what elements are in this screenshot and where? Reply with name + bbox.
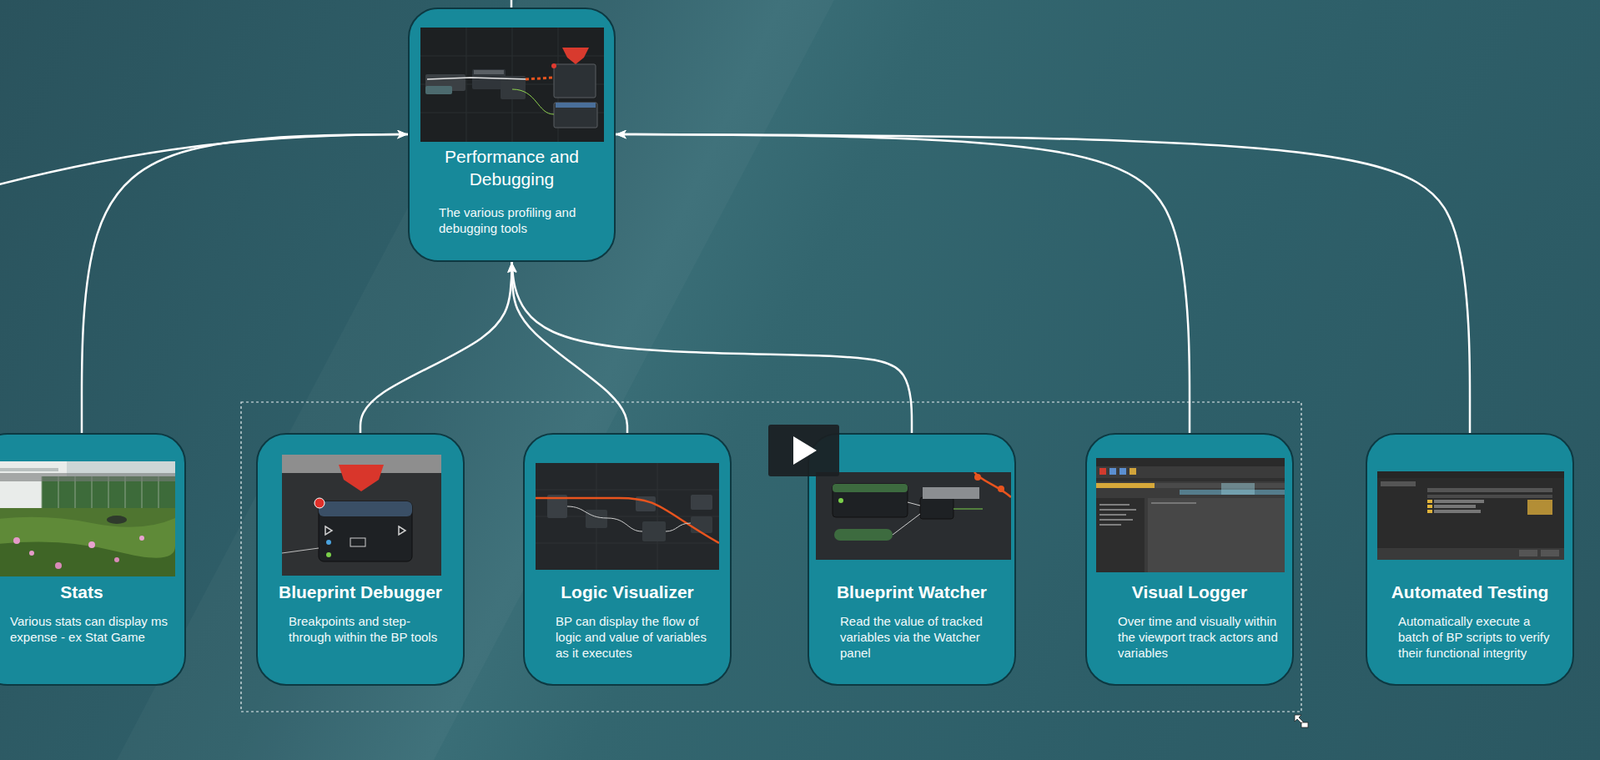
logic-flow-thumbnail bbox=[535, 462, 720, 570]
blueprint-thumbnail bbox=[420, 27, 604, 142]
card-title: Automated Testing bbox=[1367, 581, 1573, 604]
card-title: Blueprint Watcher bbox=[809, 581, 1015, 604]
topic-card: Performance and DebuggingThe various pro… bbox=[407, 7, 616, 262]
selection-marquee bbox=[241, 402, 1302, 712]
card-title: Performance and Debugging bbox=[409, 145, 614, 191]
game-scene-thumbnail bbox=[0, 461, 176, 577]
dependency-arrow bbox=[615, 134, 1190, 433]
offscreen-connector bbox=[0, 134, 408, 186]
card-description: The various profiling and debugging tool… bbox=[409, 204, 614, 237]
dependency-arrow bbox=[360, 261, 513, 433]
watcher-thumbnail bbox=[815, 472, 1012, 560]
dependency-arrow bbox=[512, 261, 913, 433]
card-title: Blueprint Debugger bbox=[257, 581, 463, 604]
card-title: Logic Visualizer bbox=[524, 581, 730, 604]
topic-card: Blueprint WatcherRead the value of track… bbox=[807, 432, 1017, 686]
topic-card: Automated TestingAutomatically execute a… bbox=[1365, 432, 1575, 686]
card-description: Various stats can display ms expense - e… bbox=[0, 613, 185, 645]
test-automation-thumbnail bbox=[1377, 471, 1565, 560]
card-title: Stats bbox=[0, 581, 185, 604]
debugger-thumbnail bbox=[281, 454, 442, 576]
resize-cursor bbox=[1294, 714, 1309, 728]
card-description: BP can display the flow of logic and val… bbox=[524, 613, 730, 661]
visual-logger-thumbnail bbox=[1096, 457, 1285, 573]
topic-card: StatsVarious stats can display ms expens… bbox=[0, 432, 187, 686]
topic-card: Blueprint DebuggerBreakpoints and step-t… bbox=[256, 432, 465, 686]
dependency-arrow bbox=[615, 134, 1470, 433]
card-description: Automatically execute a batch of BP scri… bbox=[1367, 613, 1573, 661]
card-title: Visual Logger bbox=[1086, 581, 1293, 604]
play-button bbox=[768, 424, 840, 477]
card-description: Breakpoints and step-through within the … bbox=[257, 613, 463, 645]
card-description: Over time and visually within the viewpo… bbox=[1086, 613, 1293, 661]
topic-card: Visual LoggerOver time and visually with… bbox=[1085, 432, 1294, 686]
card-description: Read the value of tracked variables via … bbox=[809, 613, 1015, 661]
topic-card: Logic Visualizer BP can display the flow … bbox=[523, 432, 732, 686]
offscreen-connector bbox=[510, 0, 514, 8]
light-sheen bbox=[116, 0, 835, 760]
dependency-arrow bbox=[81, 134, 408, 433]
dependency-arrow bbox=[512, 261, 629, 433]
